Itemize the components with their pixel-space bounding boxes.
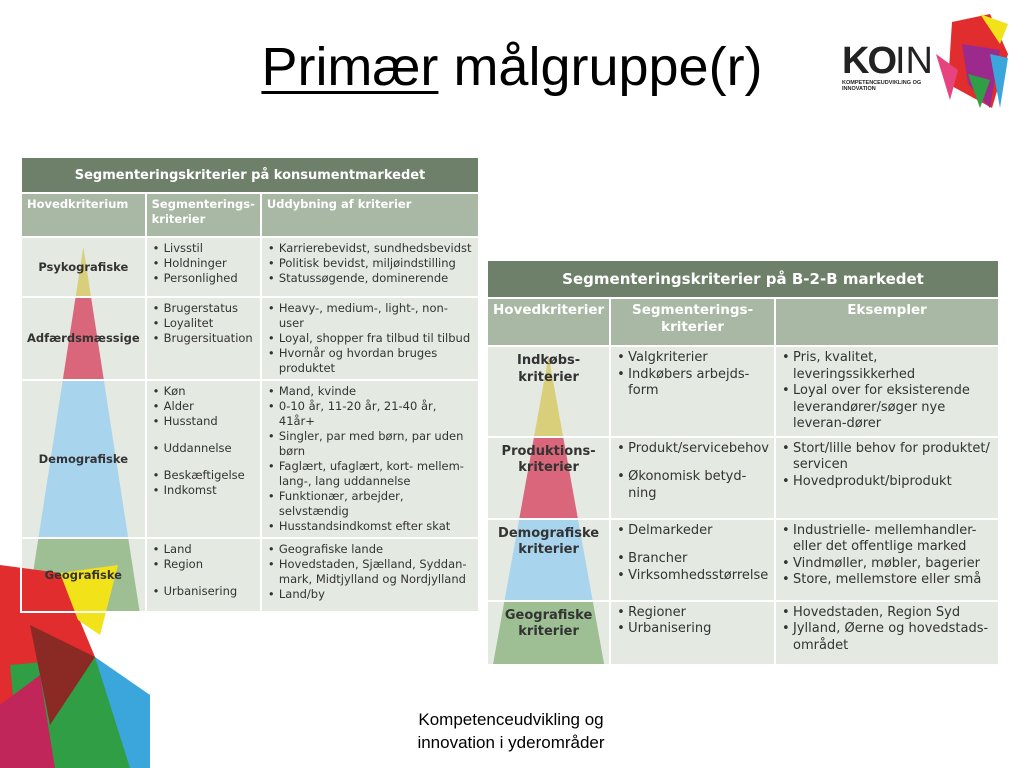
table-row: Geografiske kriterier Regioner Urbaniser…: [485, 599, 1000, 666]
list-item: Industrielle- mellemhandler- eller det o…: [782, 523, 993, 556]
list-item: Geografiske lande: [268, 542, 473, 557]
list-item: Husstandsindkomst efter skat: [268, 519, 473, 534]
table-row: Demografiske Køn Alder Husstand Uddannel…: [20, 379, 481, 539]
column-header: Uddybning af kriterier: [259, 192, 481, 238]
criterion-cell: Demografiske kriterier: [485, 517, 612, 602]
list-item: Brancher: [617, 551, 769, 568]
list-item: Personlighed: [153, 271, 255, 286]
list-item: Statussøgende, dominerende: [268, 271, 473, 286]
list-item: Politisk bevidst, miljøindstilling: [268, 256, 473, 271]
list-item: Brugerstatus: [153, 301, 255, 316]
list-item: Region: [153, 557, 255, 572]
consumer-segmentation-table: Segmenteringskriterier på konsumentmarke…: [20, 156, 481, 613]
list-item: Alder: [153, 399, 255, 414]
b2b-segmentation-table: Segmenteringskriterier på B-2-B markedet…: [485, 259, 1000, 666]
column-header: Eksempler: [774, 297, 1000, 347]
criterion-cell: Adfærdsmæssige: [20, 296, 147, 381]
list-item: Stort/lille behov for produktet/ service…: [782, 441, 993, 474]
table-row: Adfærdsmæssige Brugerstatus Loyalitet Br…: [20, 296, 481, 381]
list-item: Loyal, shopper fra tilbud til tilbud: [268, 331, 473, 346]
column-header: Hovedkriterier: [485, 297, 612, 347]
logo-graphic: [936, 14, 1008, 108]
list-item: Faglært, ufaglært, kort- mellem- lang-, …: [268, 459, 473, 489]
column-header: Hovedkriterium: [20, 192, 147, 238]
list-item: Vindmøller, møbler, bagerier: [782, 556, 993, 573]
list-item: Uddannelse: [153, 441, 255, 456]
list-item: Hovedprodukt/biprodukt: [782, 474, 993, 491]
list-item: Delmarkeder: [617, 523, 769, 540]
list-item: Land: [153, 542, 255, 557]
table-title: Segmenteringskriterier på B-2-B markedet: [486, 259, 1000, 299]
logo-wordmark: KOIN: [842, 40, 933, 82]
list-item: Livsstil: [153, 241, 255, 256]
criterion-cell: Geografiske kriterier: [485, 599, 612, 666]
table-row: Psykografiske Livsstil Holdninger Person…: [20, 236, 481, 298]
list-item: Pris, kvalitet, leveringssikkerhed: [782, 350, 993, 383]
slide-title: Primær målgruppe(r): [0, 37, 1024, 97]
list-item: Jylland, Øerne og hovedstads-området: [782, 621, 993, 654]
list-item: Husstand: [153, 414, 255, 429]
column-header: Segmenterings-kriterier: [609, 297, 776, 347]
list-item: Køn: [153, 384, 255, 399]
criterion-cell: Demografiske: [20, 379, 147, 539]
list-item: Regioner: [617, 605, 769, 622]
list-item: Brugersituation: [153, 331, 255, 346]
criterion-cell: Geografiske: [20, 537, 147, 613]
footer-line: Kompetenceudvikling og: [418, 710, 604, 729]
list-item: Indkøbers arbejds-form: [617, 367, 769, 400]
list-item: Hovedstaden, Region Syd: [782, 605, 993, 622]
list-item: Funktionær, arbejder, selvstændig: [268, 489, 473, 519]
list-item: Økonomisk betyd-ning: [617, 469, 769, 502]
footer-line: innovation i yderområder: [417, 733, 605, 752]
table-row: Geografiske Land Region Urbanisering Geo…: [20, 537, 481, 613]
list-item: Loyal over for eksisterende leverandører…: [782, 383, 993, 433]
table-row: Indkøbs-kriterier Valgkriterier Indkøber…: [485, 345, 1000, 438]
list-item: 0-10 år, 11-20 år, 21-40 år, 41år+: [268, 399, 473, 429]
list-item: Holdninger: [153, 256, 255, 271]
list-item: Beskæftigelse: [153, 468, 255, 483]
criterion-cell: Indkøbs-kriterier: [485, 345, 612, 438]
footer-text: Kompetenceudvikling og innovation i yder…: [380, 708, 642, 754]
title-rest: målgruppe(r): [453, 37, 763, 97]
list-item: Indkomst: [153, 483, 255, 498]
list-item: Karrierebevidst, sundhedsbevidst: [268, 241, 473, 256]
table-row: Demografiske kriterier Delmarkeder Branc…: [485, 517, 1000, 602]
table-row: Produktions-kriterier Produkt/servicebeh…: [485, 435, 1000, 520]
list-item: Loyalitet: [153, 316, 255, 331]
list-item: Mand, kvinde: [268, 384, 473, 399]
list-item: Store, mellemstore eller små: [782, 572, 993, 589]
title-underlined-word: Primær: [261, 37, 439, 97]
list-item: Urbanisering: [617, 621, 769, 638]
list-item: Heavy-, medium-, light-, non-user: [268, 301, 473, 331]
list-item: Singler, par med børn, par uden børn: [268, 429, 473, 459]
list-item: Hvornår og hvordan bruges produktet: [268, 346, 473, 376]
list-item: Virksomhedsstørrelse: [617, 568, 769, 585]
table-title: Segmenteringskriterier på konsumentmarke…: [20, 156, 480, 194]
criterion-cell: Produktions-kriterier: [485, 435, 612, 520]
criterion-cell: Psykografiske: [20, 236, 147, 298]
list-item: Land/by: [268, 587, 473, 602]
list-item: Produkt/servicebehov: [617, 441, 769, 458]
list-item: Urbanisering: [153, 584, 255, 599]
list-item: Hovedstaden, Sjælland, Syddan-mark, Midt…: [268, 557, 473, 587]
column-header: Segmenterings-kriterier: [144, 192, 262, 238]
list-item: Valgkriterier: [617, 350, 769, 367]
